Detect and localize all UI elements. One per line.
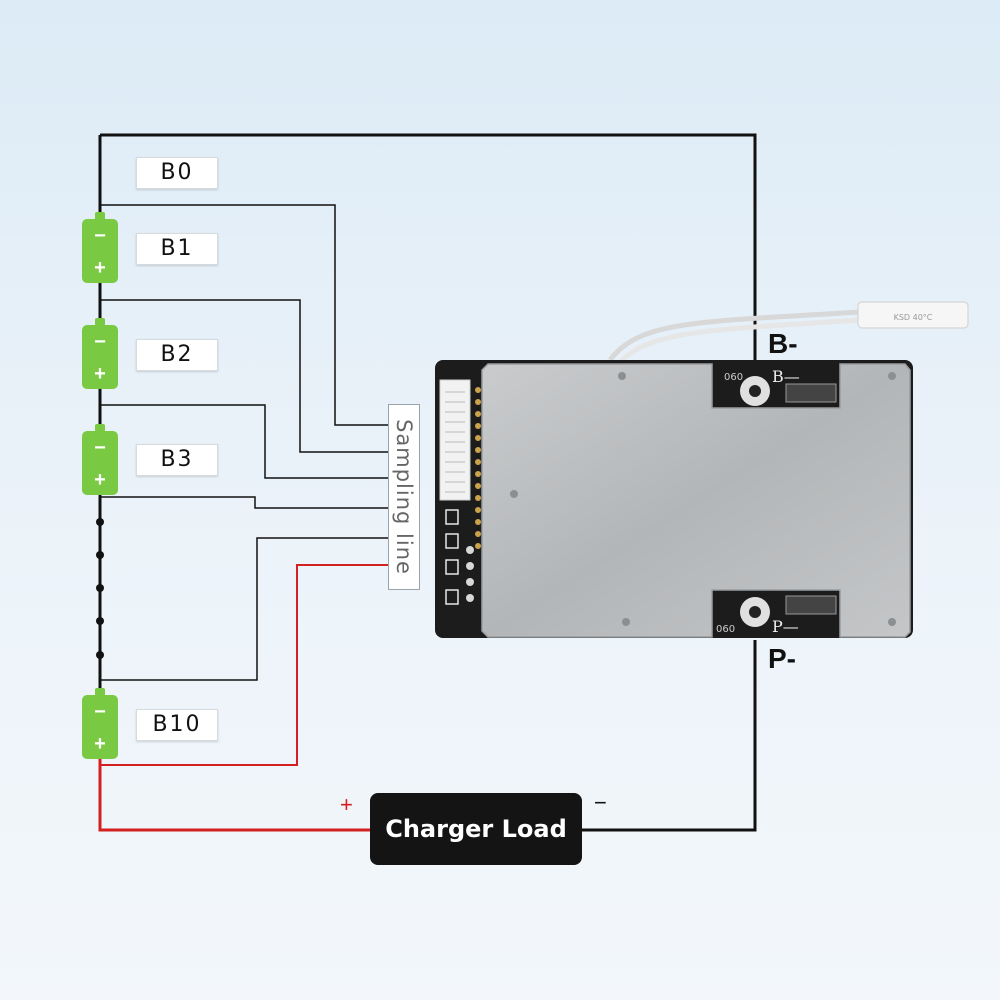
- sampling-wire-b2: [100, 404, 390, 479]
- cell-label-b10: B10: [136, 709, 218, 741]
- svg-text:−: −: [94, 701, 106, 723]
- main-positive-wire: [100, 133, 757, 360]
- charger-plus-sign: +: [340, 792, 353, 817]
- svg-text:−: −: [94, 331, 106, 353]
- cell-label-b3: B3: [136, 444, 218, 476]
- svg-text:KSD 40°C: KSD 40°C: [894, 313, 933, 322]
- battery-icon-3: − +: [82, 424, 118, 495]
- charger-load-box: Charger Load: [370, 793, 582, 865]
- red-positive-wire: [98, 755, 370, 832]
- b-minus-terminal-label: B-: [768, 328, 798, 359]
- sampling-wire-b9: [100, 537, 390, 681]
- battery-icon-1: − +: [82, 212, 118, 283]
- p-minus-terminal-label: P-: [768, 643, 796, 674]
- battery-icon-2: − +: [82, 318, 118, 389]
- cell-label-b2: B2: [136, 339, 218, 371]
- bms-board: 060 B— 060 P—: [435, 360, 913, 638]
- svg-text:+: +: [94, 733, 106, 755]
- heatsink-plate: [481, 363, 911, 638]
- sampling-line-text: Sampling line: [392, 419, 416, 575]
- svg-text:060: 060: [724, 372, 743, 383]
- sampling-wires: [100, 204, 390, 681]
- svg-text:B—: B—: [772, 367, 800, 386]
- svg-text:060: 060: [716, 624, 735, 635]
- sampling-wire-b1: [100, 299, 390, 453]
- sampling-wire-b0: [100, 204, 390, 426]
- cell-label-b1: B1: [136, 233, 218, 265]
- svg-text:−: −: [94, 225, 106, 247]
- svg-text:P—: P—: [772, 617, 799, 636]
- continuation-dots: [96, 518, 104, 659]
- p-minus-pad: 060 P—: [716, 595, 837, 636]
- charger-minus-sign: −: [594, 790, 607, 815]
- cell-label-b0: B0: [136, 157, 218, 189]
- battery-icon-10: − +: [82, 688, 118, 759]
- svg-text:+: +: [94, 363, 106, 385]
- p-minus-wire: [582, 640, 757, 832]
- svg-text:+: +: [94, 469, 106, 491]
- temperature-sensor: KSD 40°C: [608, 301, 969, 364]
- svg-text:+: +: [94, 257, 106, 279]
- b-minus-pad: 060 B—: [724, 367, 837, 406]
- red-sampling-wire: [100, 564, 390, 766]
- svg-text:−: −: [94, 437, 106, 459]
- sampling-line-label: Sampling line: [388, 404, 420, 590]
- sampling-wire-b3: [100, 496, 390, 509]
